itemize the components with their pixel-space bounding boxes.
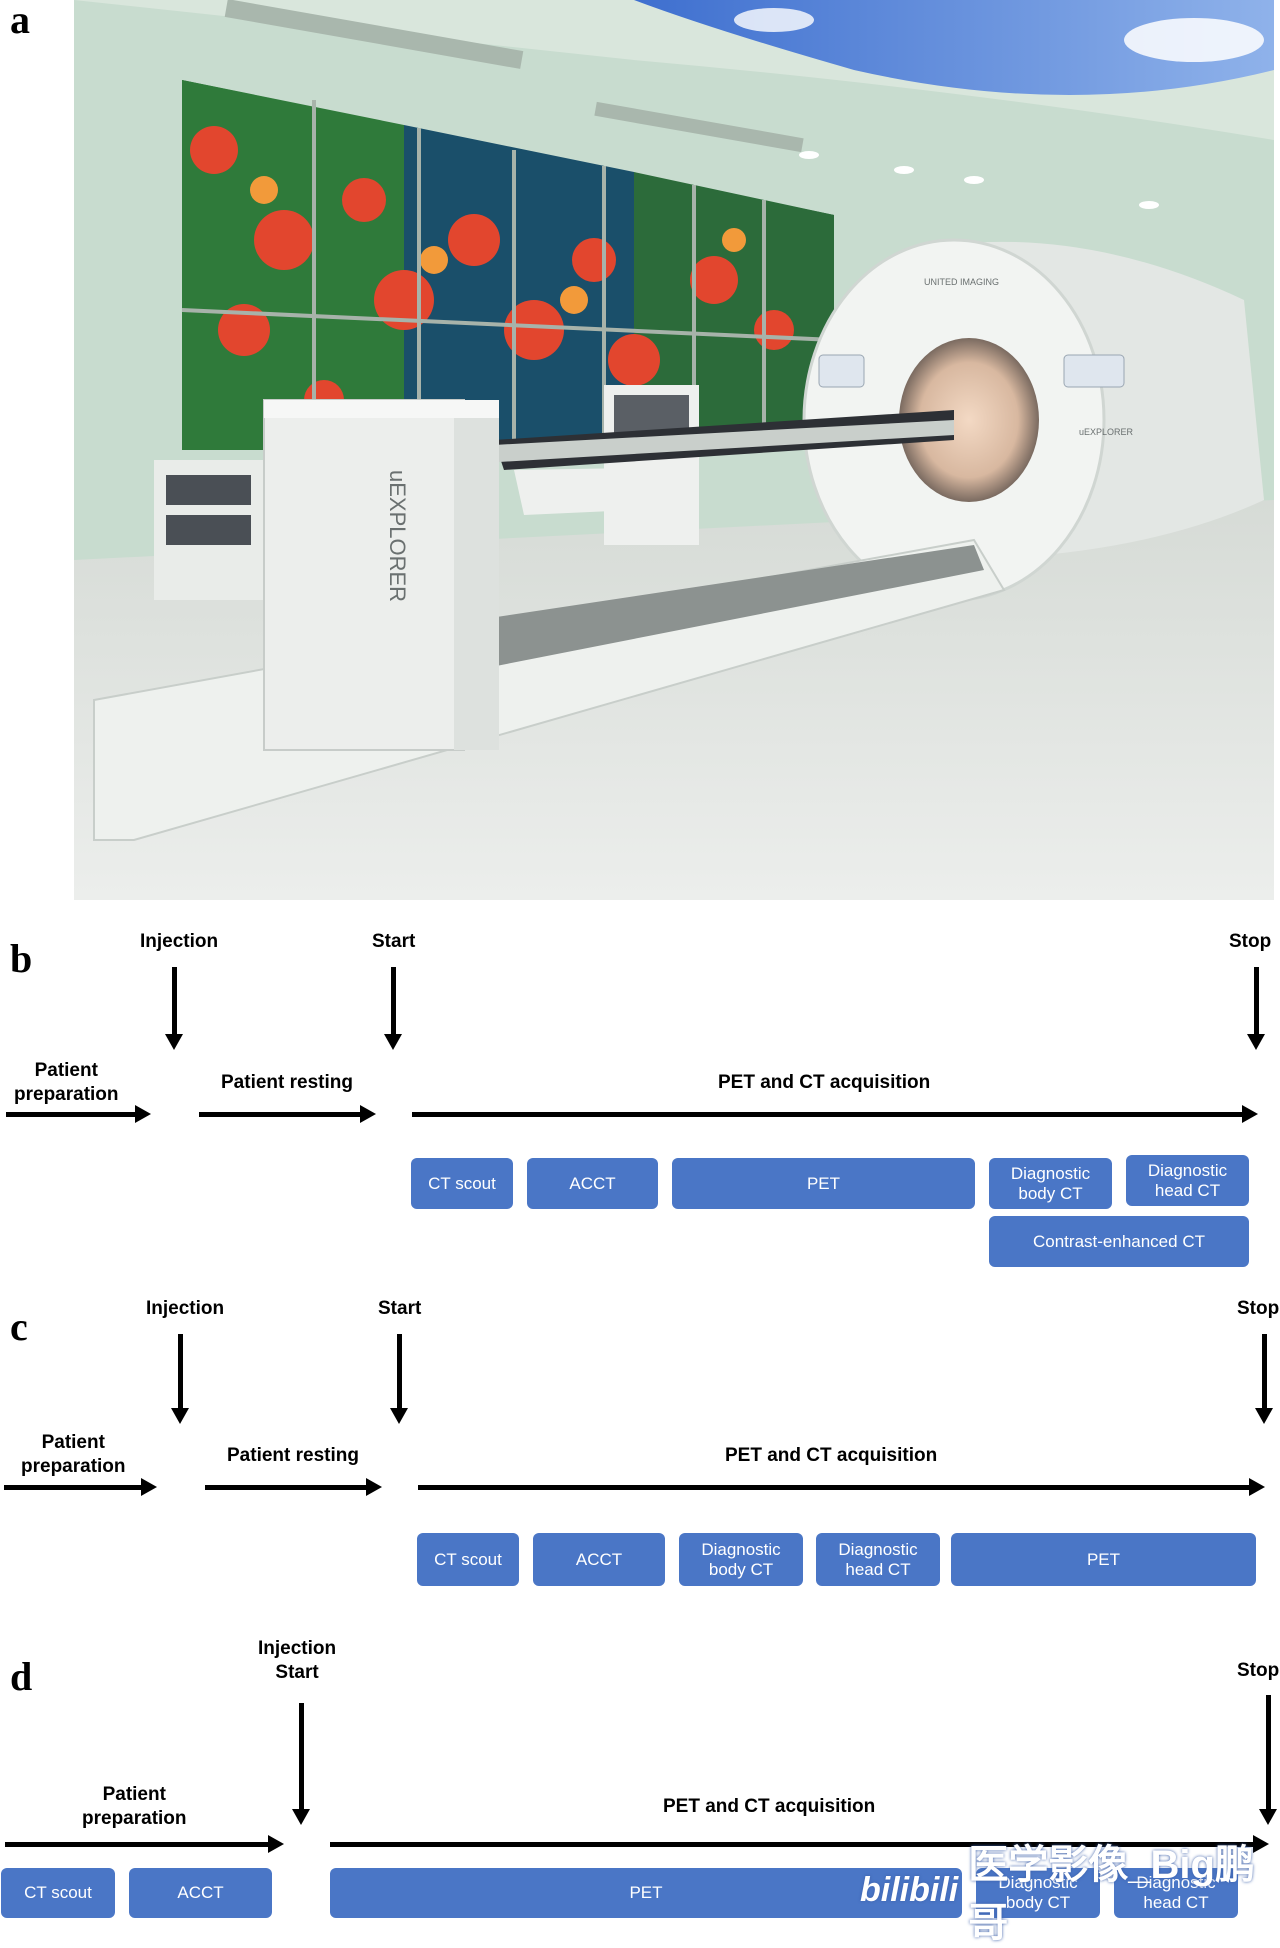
d-diagnostic-body-ct-box: Diagnostic body CT — [976, 1868, 1100, 1918]
c-prep-arrow — [4, 1478, 157, 1496]
c-diagnostic-head-ct-box: Diagnostic head CT — [816, 1533, 940, 1586]
c-injection-label: Injection — [146, 1298, 225, 1319]
b-resting-label: Patient resting — [221, 1072, 353, 1093]
b-diagnostic-body-ct-box: Diagnostic body CT — [989, 1158, 1112, 1209]
c-diagnostic-body-ct-box: Diagnostic body CT — [679, 1533, 803, 1586]
b-acq-label: PET and CT acquisition — [718, 1072, 931, 1093]
c-start-arrow — [390, 1334, 408, 1424]
b-pet-box: PET — [672, 1158, 975, 1209]
panel-label-c: c — [10, 1304, 28, 1349]
c-acct-box: ACCT — [533, 1533, 665, 1586]
c-resting-arrow — [205, 1478, 382, 1496]
c-prep-label: Patient preparation — [21, 1432, 126, 1477]
c-injection-arrow — [171, 1334, 189, 1424]
d-pet-box: PET — [330, 1868, 962, 1918]
b-start-label: Start — [372, 931, 416, 952]
c-ct-scout-box: CT scout — [417, 1533, 519, 1586]
watermark-text: 医学影像_Big鹏哥 — [968, 1843, 1255, 1945]
scanner-model-text: uEXPLORER — [1079, 427, 1134, 437]
c-stop-label: Stop — [1237, 1298, 1280, 1319]
panel-label-d: d — [10, 1654, 33, 1699]
b-diagnostic-head-ct-box: Diagnostic head CT — [1126, 1155, 1249, 1206]
b-stop-label: Stop — [1229, 931, 1272, 952]
c-stop-arrow — [1255, 1334, 1273, 1424]
d-acq-label: PET and CT acquisition — [663, 1796, 876, 1817]
console-model-text: uEXPLORER — [385, 470, 410, 602]
b-prep-label: Patient preparation — [14, 1060, 119, 1105]
c-pet-box: PET — [951, 1533, 1256, 1586]
c-acq-arrow — [418, 1478, 1265, 1496]
panel-label-a: a — [10, 0, 30, 42]
b-start-arrow — [384, 967, 402, 1050]
b-resting-arrow — [199, 1105, 376, 1123]
b-acct-box: ACCT — [527, 1158, 658, 1209]
d-injection-start-label: Injection Start — [258, 1638, 337, 1683]
b-prep-arrow — [6, 1105, 151, 1123]
b-contrast-enhanced-ct-box: Contrast-enhanced CT — [989, 1216, 1249, 1267]
b-acq-arrow — [412, 1105, 1258, 1123]
c-start-label: Start — [378, 1298, 422, 1319]
c-acq-label: PET and CT acquisition — [725, 1445, 938, 1466]
watermark: bilibili 医学影像_Big鹏哥 — [850, 1843, 1280, 1945]
bilibili-logo-icon: bilibili — [860, 1870, 959, 1909]
d-prep-label: Patient preparation — [82, 1784, 187, 1829]
d-acq-arrow — [330, 1835, 1269, 1853]
scanner-room-illustration: uEXPLORER UNITED IMAGING uEXPLORER — [74, 0, 1274, 900]
b-injection-label: Injection — [140, 931, 219, 952]
c-resting-label: Patient resting — [227, 1445, 359, 1466]
d-ct-scout-box: CT scout — [1, 1868, 115, 1918]
d-prep-arrow — [5, 1835, 284, 1853]
b-stop-arrow — [1247, 967, 1265, 1050]
d-stop-arrow — [1259, 1695, 1277, 1825]
d-diagnostic-head-ct-box: Diagnostic head CT — [1114, 1868, 1238, 1918]
d-stop-label: Stop — [1237, 1660, 1280, 1681]
b-ct-scout-box: CT scout — [411, 1158, 513, 1209]
scanner-photo: uEXPLORER UNITED IMAGING uEXPLORER — [74, 0, 1274, 900]
d-acct-box: ACCT — [129, 1868, 272, 1918]
panel-label-b: b — [10, 936, 33, 981]
d-injection-start-arrow — [292, 1703, 310, 1825]
scanner-brand-text: UNITED IMAGING — [924, 277, 999, 287]
b-injection-arrow — [165, 967, 183, 1050]
